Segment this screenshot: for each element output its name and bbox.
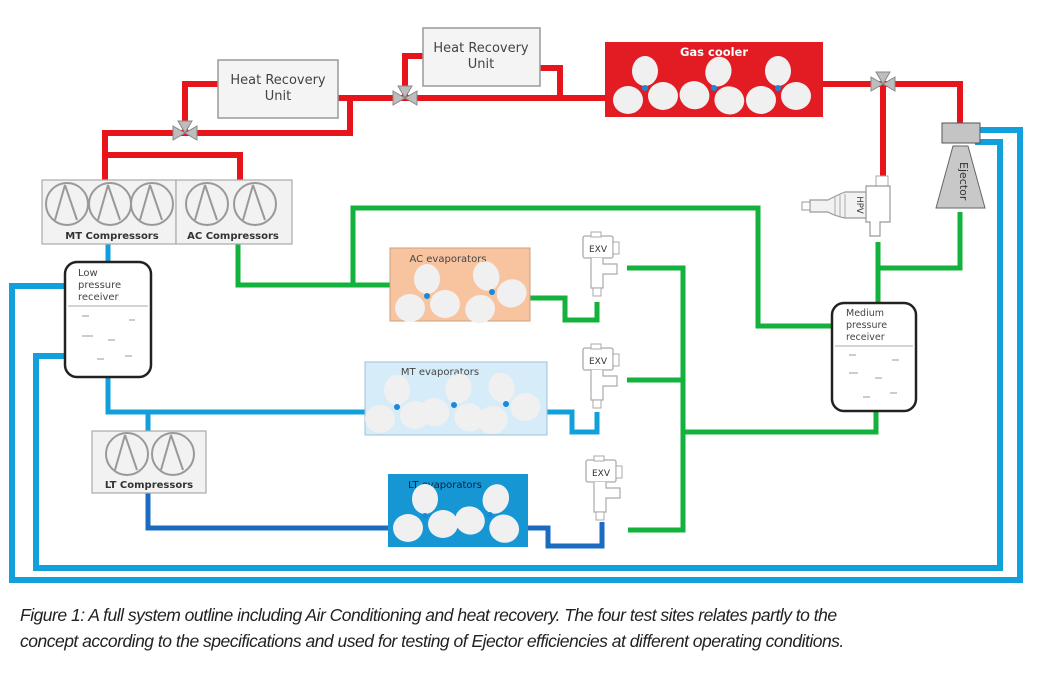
exv-valve-1[interactable]: EXV — [582, 231, 620, 297]
lt-evaporators-label: LT evaporators — [408, 480, 482, 491]
heat-recovery-unit-1-label-line1: Heat Recovery — [230, 73, 326, 88]
heat-recovery-unit-2-label-line1: Heat Recovery — [433, 41, 529, 56]
medium-pressure-lines — [235, 205, 963, 533]
ac-compressors[interactable]: AC Compressors — [175, 179, 293, 245]
mt-compressors-label: MT Compressors — [65, 231, 158, 242]
exv-2-label: EXV — [589, 357, 608, 367]
exv-3-label: EXV — [592, 469, 611, 479]
medium-pressure-receiver-label-line2: pressure — [846, 320, 887, 331]
lt-evaporators[interactable]: LT evaporators — [388, 473, 532, 551]
hpv-label: HPV — [854, 196, 864, 214]
ac-evaporators[interactable]: AC evaporators — [389, 247, 532, 328]
figure-caption-line-2: concept according to the specifications … — [20, 631, 844, 651]
mt-compressors[interactable]: MT Compressors — [41, 179, 177, 245]
medium-pressure-receiver-label-line3: receiver — [846, 332, 885, 343]
medium-pressure-receiver[interactable]: Medium pressure receiver — [830, 301, 918, 413]
refrigeration-system-diagram: Heat Recovery Unit Heat Recovery Unit Ga… — [9, 27, 1023, 583]
heat-recovery-unit-2-label-line2: Unit — [468, 57, 494, 72]
ac-compressors-label: AC Compressors — [187, 231, 279, 242]
figure-caption-line-1: Figure 1: A full system outline includin… — [20, 605, 837, 625]
heat-recovery-unit-2[interactable]: Heat Recovery Unit — [422, 27, 541, 87]
outer-blue-loop — [9, 127, 1023, 583]
ac-evaporators-label: AC evaporators — [409, 254, 486, 265]
three-way-valve-1-icon[interactable] — [172, 120, 198, 141]
mt-evaporators-label: MT evaporators — [401, 367, 479, 378]
ejector-label: Ejector — [957, 162, 970, 201]
hot-gas-lines — [102, 53, 963, 180]
hpv-valve[interactable]: HPV — [801, 175, 891, 237]
lt-compressors-label: LT Compressors — [105, 480, 193, 491]
low-pressure-receiver-label-line3: receiver — [78, 292, 120, 303]
three-way-valve-2-icon[interactable] — [392, 85, 418, 106]
exv-valve-2[interactable]: EXV — [582, 343, 620, 409]
inner-blue-loop — [33, 139, 1003, 571]
lt-lines — [145, 493, 605, 549]
liquid-marks — [82, 315, 135, 360]
gas-cooler-label: Gas cooler — [680, 45, 748, 59]
low-pressure-receiver-label-line2: pressure — [78, 280, 121, 291]
low-pressure-receiver-label-line1: Low — [78, 268, 98, 279]
heat-recovery-unit-1-label-line2: Unit — [265, 89, 291, 104]
low-pressure-return-loops — [9, 127, 1023, 583]
liquid-marks — [849, 354, 899, 398]
exv-valve-3[interactable]: EXV — [585, 455, 623, 521]
figure-caption: Figure 1: A full system outline includin… — [20, 602, 1040, 654]
medium-pressure-receiver-label-line1: Medium — [846, 308, 884, 319]
exv-1-label: EXV — [589, 245, 608, 255]
low-pressure-lines — [105, 244, 600, 435]
gas-cooler[interactable]: Gas cooler — [605, 42, 823, 122]
ejector[interactable]: Ejector — [935, 122, 986, 209]
low-pressure-receiver[interactable]: Low pressure receiver — [63, 260, 153, 379]
mt-evaporators[interactable]: MT evaporators — [364, 361, 548, 439]
heat-recovery-unit-1[interactable]: Heat Recovery Unit — [217, 59, 339, 119]
lt-compressors[interactable]: LT Compressors — [91, 430, 207, 494]
